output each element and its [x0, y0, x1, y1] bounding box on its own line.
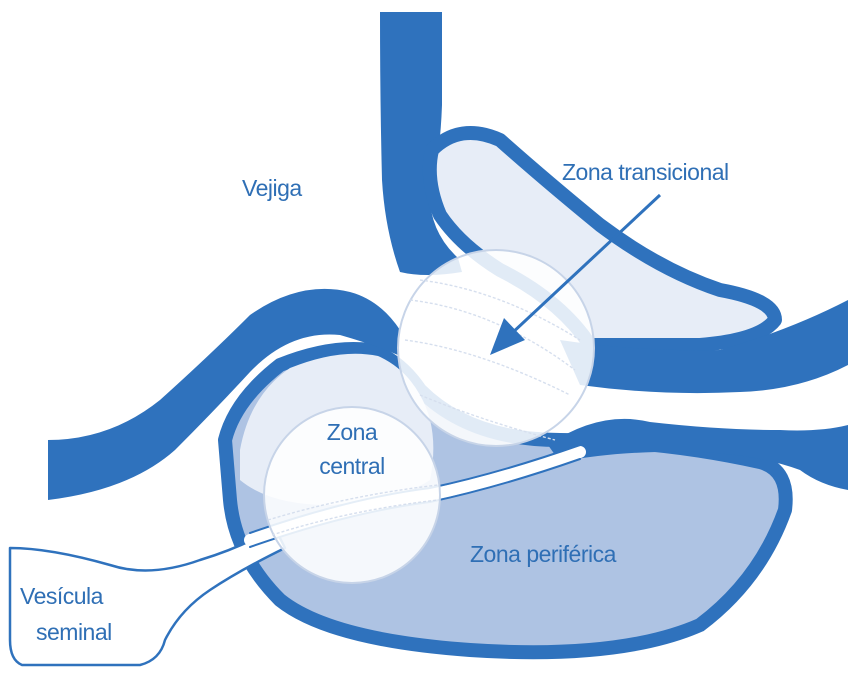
- label-transitional-zone: Zona transicional: [562, 158, 729, 186]
- label-bladder: Vejiga: [242, 174, 302, 202]
- label-central-zone-line2: central: [304, 452, 400, 480]
- label-peripheral-zone: Zona periférica: [470, 540, 616, 568]
- label-seminal-vesicle-line1: Vesícula: [20, 582, 103, 610]
- label-central-zone-line1: Zona: [304, 418, 400, 446]
- label-seminal-vesicle-line2: seminal: [36, 618, 112, 646]
